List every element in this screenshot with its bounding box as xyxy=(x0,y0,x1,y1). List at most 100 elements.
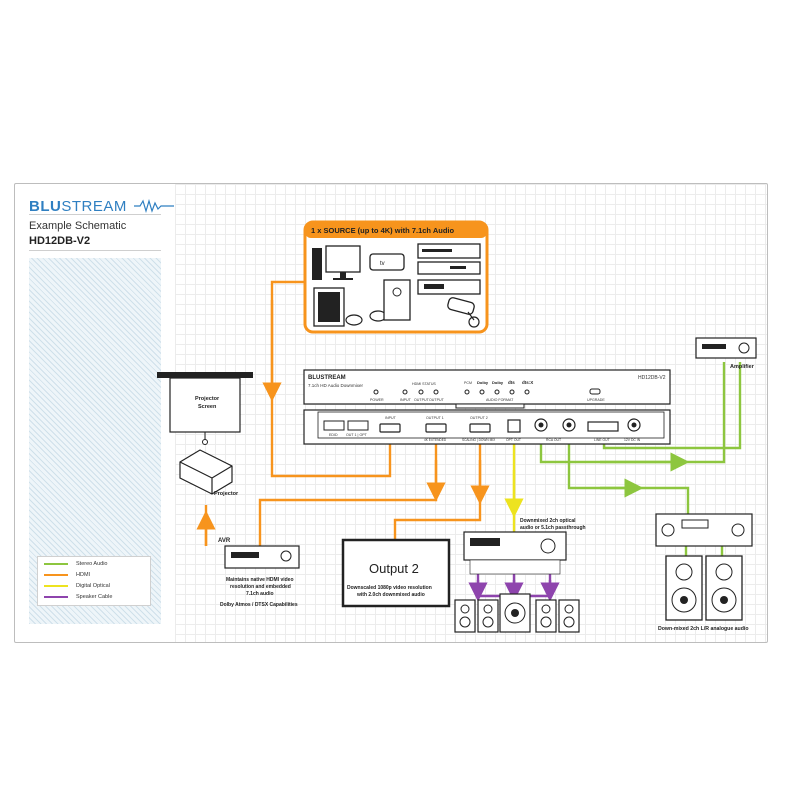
stereo-amplifier xyxy=(655,513,753,547)
led-icon xyxy=(464,389,470,395)
game-console-icon xyxy=(313,287,345,327)
screen-label-2: Screen xyxy=(198,404,217,410)
format-dolby-atmos: Dolby xyxy=(492,380,504,385)
media-player-icon: tv xyxy=(369,253,405,271)
edid-switch-icon xyxy=(323,420,345,431)
legend-item: Speaker Cable xyxy=(44,592,112,602)
rca-out-label: RCA OUT xyxy=(546,438,561,442)
upgrade-label: UPGRADE xyxy=(587,398,605,402)
speaker-cables xyxy=(468,574,560,602)
pc-icon xyxy=(312,245,361,280)
led-icon xyxy=(494,389,500,395)
input-port-label: INPUT xyxy=(385,416,397,420)
power-led-icon xyxy=(373,389,379,395)
legend-item: Stereo Audio xyxy=(44,559,108,569)
stereo-speakers: Down-mixed 2ch L/R analogue audio xyxy=(658,555,749,632)
output2-sub-label: SCALING | DOWN MIX xyxy=(462,438,496,442)
output1-sub-label: 4K EXTENDED xyxy=(424,438,447,442)
input-status-label: INPUT xyxy=(400,398,412,402)
avr-label: AVR xyxy=(218,538,231,544)
power-label: POWER xyxy=(370,398,384,402)
output1-port-label: OUTPUT 1 xyxy=(426,416,444,420)
surround-speakers xyxy=(454,593,580,633)
output2-title: Output 2 xyxy=(369,561,419,576)
receiver-icon xyxy=(417,279,481,295)
hdmi-cables xyxy=(196,280,490,546)
hdmi-status-label: HDMI STATUS xyxy=(412,382,436,386)
format-pcm: PCM xyxy=(464,381,472,385)
sidebar: BLUSTREAM Example Schematic HD12DB-V2 St… xyxy=(15,184,175,642)
amplifier-label: Amplifier xyxy=(730,364,755,370)
projector-label: Projector xyxy=(214,491,239,497)
edid-label: EDID xyxy=(329,433,338,437)
device-brand: BLUSTREAM xyxy=(308,375,346,381)
hdmi-source-to-input xyxy=(270,280,392,478)
svg-text:tv: tv xyxy=(380,261,385,267)
console-icon xyxy=(383,279,411,321)
output2-port-label: OUTPUT 2 xyxy=(470,416,488,420)
brand-logo: BLUSTREAM xyxy=(29,197,174,215)
out-sel-label: OUT 1 | OPT xyxy=(346,433,368,437)
device-model: HD12DB-V2 xyxy=(638,375,666,381)
source-title: 1 x SOURCE (up to 4K) with 7.1ch Audio xyxy=(311,226,454,235)
hdmi-output1-port-icon xyxy=(425,423,447,433)
output-switch-icon xyxy=(347,420,369,431)
bluray-player-icon xyxy=(417,243,481,259)
output1-status-label: OUTPUT xyxy=(414,398,430,402)
hdmi-input-port-icon xyxy=(379,423,401,433)
schematic-model: HD12DB-V2 xyxy=(29,235,91,247)
format-dts: dts xyxy=(508,380,515,385)
set-top-box-icon xyxy=(417,261,481,275)
led-icon xyxy=(433,389,439,395)
divider xyxy=(29,250,161,251)
analogue-note: Down-mixed 2ch L/R analogue audio xyxy=(658,626,749,632)
led-icon xyxy=(524,389,530,395)
hdmi-output2-port-icon xyxy=(469,423,491,433)
line-out-label: LINE OUT xyxy=(594,438,610,442)
schematic-title: Example Schematic xyxy=(29,220,127,232)
source-group: 1 x SOURCE (up to 4K) with 7.1ch Audio t… xyxy=(303,220,489,334)
format-dtsx: dts:X xyxy=(522,380,533,385)
format-dolby: Dolby xyxy=(477,380,489,385)
led-icon xyxy=(509,389,515,395)
avr-note-3: 7.1ch audio xyxy=(246,591,274,597)
legend: Stereo Audio HDMI Digital Optical Speake… xyxy=(37,556,151,606)
device-desc: 7.1ch HD Audio Downmixer xyxy=(308,383,364,388)
legend-item: HDMI xyxy=(44,570,90,580)
output2-status-label: OUTPUT xyxy=(429,398,445,402)
output2-note-2: with 2.0ch downmixed audio xyxy=(356,592,425,598)
optical-note-1: Downmixed 2ch optical xyxy=(520,518,576,524)
device-front-panel: BLUSTREAM 7.1ch HD Audio Downmixer HD12D… xyxy=(303,369,671,409)
divider xyxy=(29,214,161,215)
avr-note-1: Maintains native HDMI video xyxy=(226,577,294,583)
output2-note-1: Downscaled 1080p video resolution xyxy=(347,585,432,591)
audio-format-label: AUDIO FORMAT xyxy=(486,398,514,402)
usb-port-icon xyxy=(589,388,601,395)
projector-screen: Projector Screen xyxy=(157,372,253,445)
optical-note-2: audio or 5.1ch passthrough xyxy=(520,525,586,531)
controller-icon xyxy=(345,310,387,326)
projector: Projector xyxy=(179,449,239,497)
avr: AVR Maintains native HDMI video resoluti… xyxy=(218,538,300,608)
power-in-label: 12V DC IN xyxy=(624,438,641,442)
hdmi-output2-to-display xyxy=(393,438,482,540)
opt-out-label: OPT OUT xyxy=(506,438,521,442)
avr-note-2: resolution and embedded xyxy=(230,584,291,590)
output2-display: Output 2 Downscaled 1080p video resoluti… xyxy=(341,538,451,608)
analogue-speaker-cables xyxy=(684,546,724,556)
led-icon xyxy=(418,389,424,395)
amplifier-top: Amplifier xyxy=(695,337,757,370)
screen-label-1: Projector xyxy=(195,396,220,402)
optical-port-icon xyxy=(507,419,521,433)
line-out-terminal-icon xyxy=(587,421,619,432)
legend-item: Digital Optical xyxy=(44,581,110,591)
avr-note-4: Dolby Atmos / DTSX Capabilities xyxy=(220,602,298,608)
led-icon xyxy=(479,389,485,395)
waveform-icon xyxy=(133,198,174,214)
surround-receiver xyxy=(463,531,567,575)
led-icon xyxy=(402,389,408,395)
device-rear-panel: EDID OUT 1 | OPT INPUT OUTPUT 1 4K EXTEN… xyxy=(303,409,671,445)
cctv-camera-icon xyxy=(447,297,480,328)
hdmi-output1-to-avr xyxy=(258,438,438,546)
